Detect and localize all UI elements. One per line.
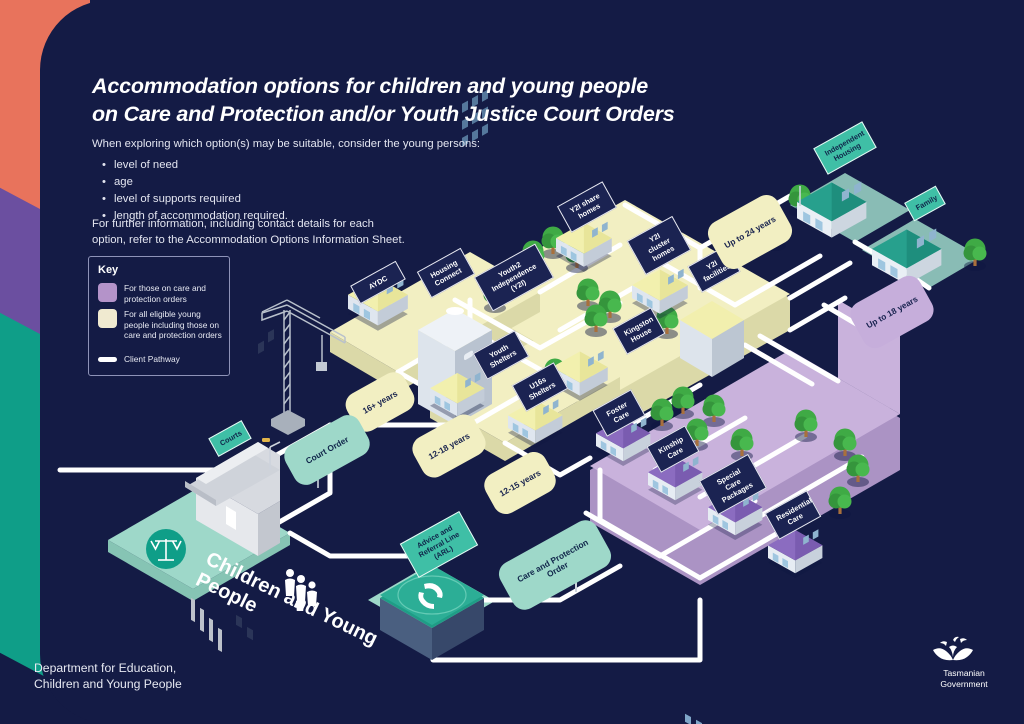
pathway-line-icon	[98, 357, 117, 362]
tasmania-emblem-icon	[933, 636, 973, 661]
yellow-swatch-icon	[98, 309, 117, 328]
further-line-1: For further information, including conta…	[92, 218, 374, 230]
list-item: age	[102, 174, 528, 191]
construction-crane	[261, 299, 346, 435]
phone-icon	[418, 583, 443, 609]
department-line-1: Department for Education,	[34, 661, 177, 675]
key-legend: Key For those on care and protection ord…	[88, 256, 230, 376]
scales-of-justice-icon	[150, 539, 182, 561]
list-item: level of supports required	[102, 191, 528, 208]
list-item: length of accommodation required.	[102, 208, 528, 225]
key-item-care-protection: For those on care and protection orders	[98, 283, 224, 304]
people-icons	[285, 569, 317, 611]
further-information: For further information, including conta…	[92, 216, 512, 249]
key-title: Key	[98, 264, 119, 276]
further-line-2: option, refer to the Accommodation Optio…	[92, 234, 405, 247]
key-item-label: For all eligible young people including …	[124, 309, 222, 340]
key-item-client-pathway: Client Pathway	[98, 353, 224, 365]
building-courts	[185, 329, 280, 653]
key-item-label: Client Pathway	[124, 354, 180, 364]
page-title: Accommodation options for children and y…	[92, 72, 732, 129]
title-line-2: on Care and Protection and/or Youth Just…	[92, 102, 675, 127]
key-item-all-eligible: For all eligible young people including …	[98, 309, 224, 341]
intro-text: When exploring which option(s) may be su…	[92, 138, 481, 150]
list-item: level of need	[102, 157, 528, 174]
department-footer: Department for Education, Children and Y…	[34, 660, 182, 693]
title-line-1: Accommodation options for children and y…	[92, 74, 648, 98]
building-arl	[380, 350, 484, 660]
building-y2i-facilities	[680, 301, 744, 724]
department-line-2: Children and Young People	[34, 677, 182, 692]
key-item-label: For those on care and protection orders	[124, 283, 206, 304]
consideration-list: level of need age level of supports requ…	[98, 157, 528, 225]
purple-swatch-icon	[98, 283, 117, 302]
